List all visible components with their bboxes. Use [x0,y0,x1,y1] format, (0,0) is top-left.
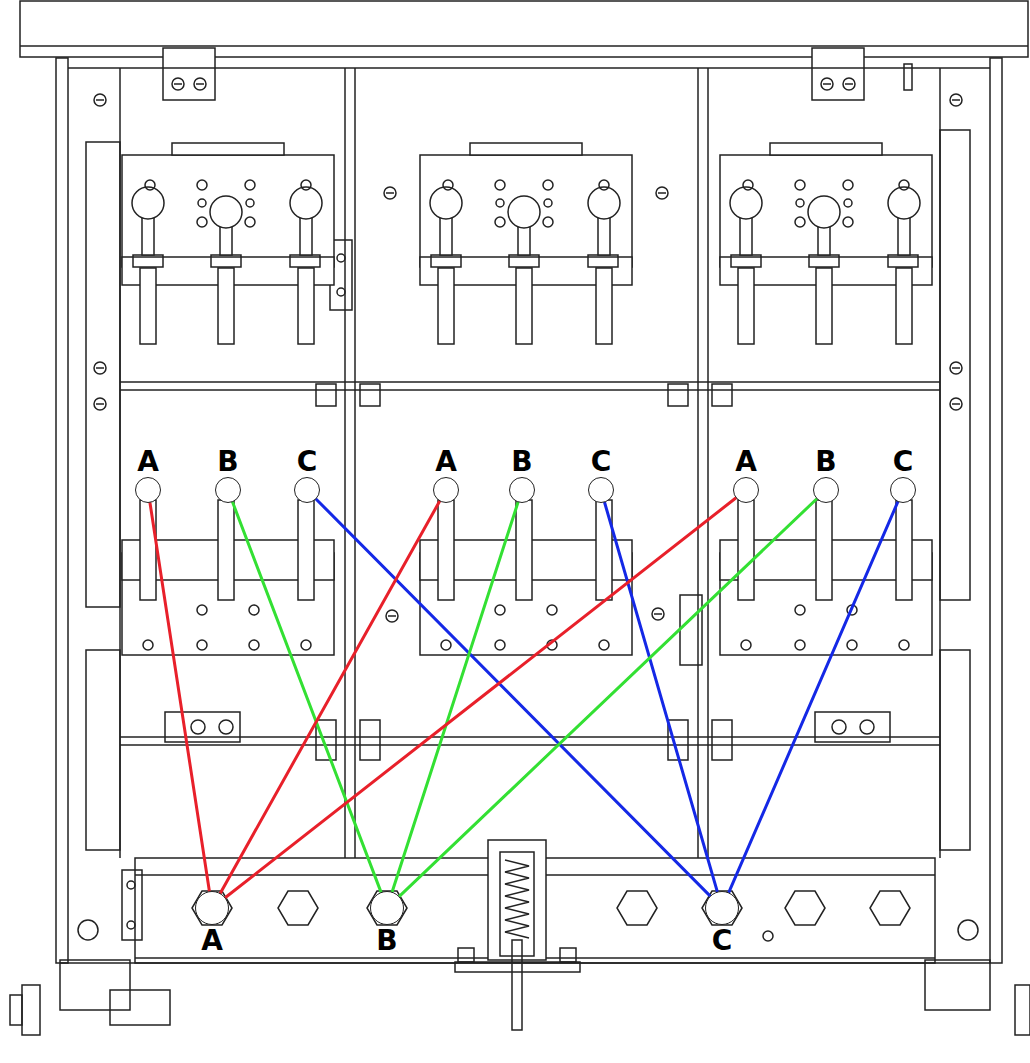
phase-label: C [591,448,612,476]
connector-wire [225,498,735,898]
connector-wire [220,501,439,893]
terminal-circle: A [733,477,759,503]
phase-label: B [217,448,238,476]
phase-label: C [893,448,914,476]
phase-label: B [815,448,836,476]
phase-label: B [376,927,397,955]
connector-wire [605,503,718,892]
connector-wire [729,502,898,893]
connector-wire [392,502,518,891]
phase-label: A [201,927,223,955]
terminal-circle: B [370,891,404,925]
terminal-circle: A [195,891,229,925]
connector-wire [233,502,381,892]
terminal-circle: C [705,891,739,925]
terminal-circle: A [433,477,459,503]
terminal-circle: C [890,477,916,503]
phase-label: C [712,927,733,955]
terminal-circle: B [813,477,839,503]
phase-label: A [137,448,159,476]
connector-wire [399,499,816,896]
connector-wire [316,499,710,896]
terminal-circle: B [215,477,241,503]
phase-label: A [735,448,757,476]
phase-label: C [297,448,318,476]
terminal-circle: B [509,477,535,503]
connector-wire [150,503,209,891]
terminal-circle: C [588,477,614,503]
terminal-circle: A [135,477,161,503]
phase-label: B [511,448,532,476]
phase-label: A [435,448,457,476]
terminal-circle: C [294,477,320,503]
